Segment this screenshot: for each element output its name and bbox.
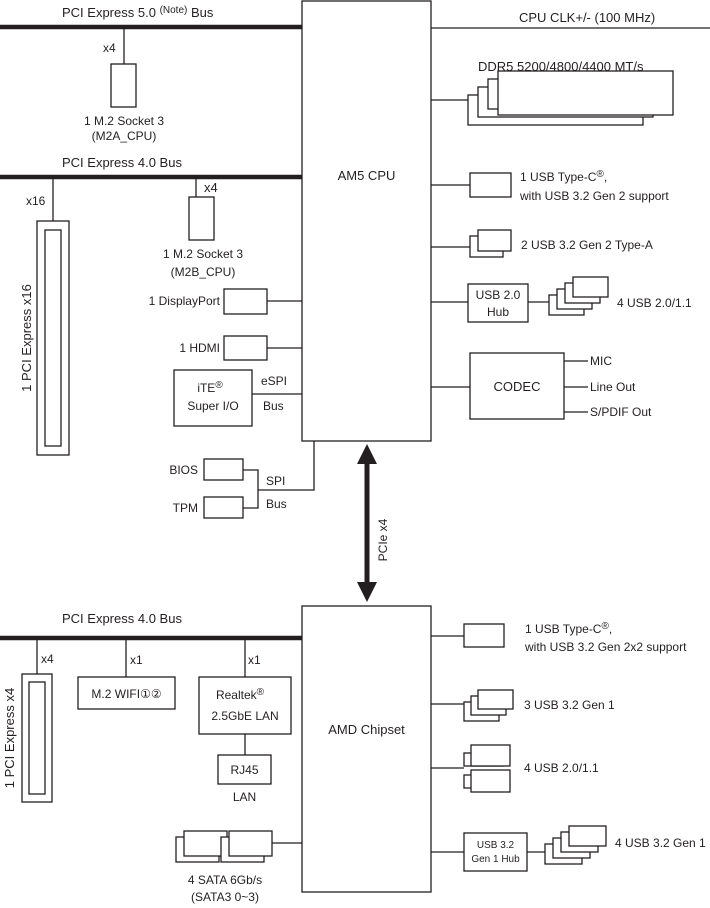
audio-line-out: Line Out <box>590 380 636 394</box>
wifi-lanes: x1 <box>130 653 143 667</box>
cpu-usb20-label: 4 USB 2.0/1.1 <box>617 296 692 310</box>
tpm-label: TPM <box>173 501 198 515</box>
cpu-usbc-port <box>469 172 512 198</box>
chipset-label: AMD Chipset <box>328 722 405 737</box>
pcie5-bus-label: PCI Express 5.0 (Note) Bus <box>62 1 214 20</box>
chip-usb-gen1-hub-label: 4 USB 3.2 Gen 1 <box>615 836 706 850</box>
chipset-box <box>301 605 432 893</box>
ddr5-dimms <box>467 70 674 126</box>
codec-box <box>469 352 565 420</box>
sata-label: 4 SATA 6Gb/s(SATA3 0~3) <box>188 873 262 904</box>
m2b-label: 1 M.2 Socket 3(M2B_CPU) <box>163 247 243 279</box>
wifi-label: M.2 WIFI①② <box>91 687 161 701</box>
rj45-box <box>217 754 272 785</box>
pcie-x4-lanes: x4 <box>41 652 54 666</box>
pcie-x4-label: 1 PCI Express x4 <box>2 688 17 788</box>
audio-mic: MIC <box>590 354 612 368</box>
hdmi-label: 1 HDMI <box>179 341 220 355</box>
m2b-lanes: x4 <box>204 180 218 195</box>
m2a-lanes: x4 <box>103 41 116 55</box>
displayport-label: 1 DisplayPort <box>149 294 221 308</box>
rj45-label: RJ45 <box>230 763 258 777</box>
lan-controller-label: Realtek®2.5GbE LAN <box>211 687 278 723</box>
superio-label: iTE®Super I/O <box>187 380 238 413</box>
m2a-socket <box>110 63 137 108</box>
audio-spdif-out: S/PDIF Out <box>590 405 652 419</box>
cpu-usb-gen2a-ports <box>469 229 512 258</box>
gen1-hub-box <box>463 832 528 872</box>
lan-caption: LAN <box>233 790 256 804</box>
ddr5-label: DDR5 5200/4800/4400 MT/s <box>478 59 644 74</box>
tpm-chip <box>203 496 244 519</box>
chip-usbc-port <box>463 623 505 648</box>
pcie-link-label: PCIe x4 <box>376 518 390 561</box>
bios-label: BIOS <box>169 463 198 477</box>
lan-controller-box <box>198 676 292 735</box>
m2a-label: 1 M.2 Socket 3(M2A_CPU) <box>84 114 164 143</box>
cpu-usb-gen2a-label: 2 USB 3.2 Gen 2 Type-A <box>521 238 653 252</box>
bios-chip <box>203 458 244 481</box>
displayport-port <box>223 288 268 315</box>
chip-usb20-label: 4 USB 2.0/1.1 <box>524 761 599 775</box>
pcie4-bus-chipset-label: PCI Express 4.0 Bus <box>62 611 182 626</box>
chip-usb-gen1-ports <box>463 689 514 722</box>
pcie4-bus-cpu-label: PCI Express 4.0 Bus <box>62 155 182 170</box>
usb20-hub-box <box>467 283 529 323</box>
lan-lanes: x1 <box>248 653 261 667</box>
codec-label: CODEC <box>494 379 541 394</box>
cpu-label: AM5 CPU <box>338 168 396 183</box>
pcie-x16-lanes: x16 <box>26 194 46 208</box>
cpu-usbc-label: 1 USB Type-C®,with USB 3.2 Gen 2 support <box>519 169 669 203</box>
pcie-x16-label: 1 PCI Express x16 <box>19 284 34 392</box>
cpu-clk-label: CPU CLK+/- (100 MHz) <box>519 10 655 25</box>
cpu-box <box>301 0 432 442</box>
chip-usb-gen1-hub-ports <box>544 825 607 865</box>
wifi-box <box>77 676 176 710</box>
sata-ports <box>175 830 273 863</box>
superio-box <box>173 369 253 427</box>
chip-usbc-label: 1 USB Type-C®,with USB 3.2 Gen 2x2 suppo… <box>524 621 687 654</box>
m2b-socket <box>188 196 215 241</box>
chip-usb-gen1-label: 3 USB 3.2 Gen 1 <box>524 698 615 712</box>
hdmi-port <box>223 335 268 361</box>
cpu-usb20-ports <box>548 276 609 316</box>
chip-usb20-ports <box>463 744 511 793</box>
